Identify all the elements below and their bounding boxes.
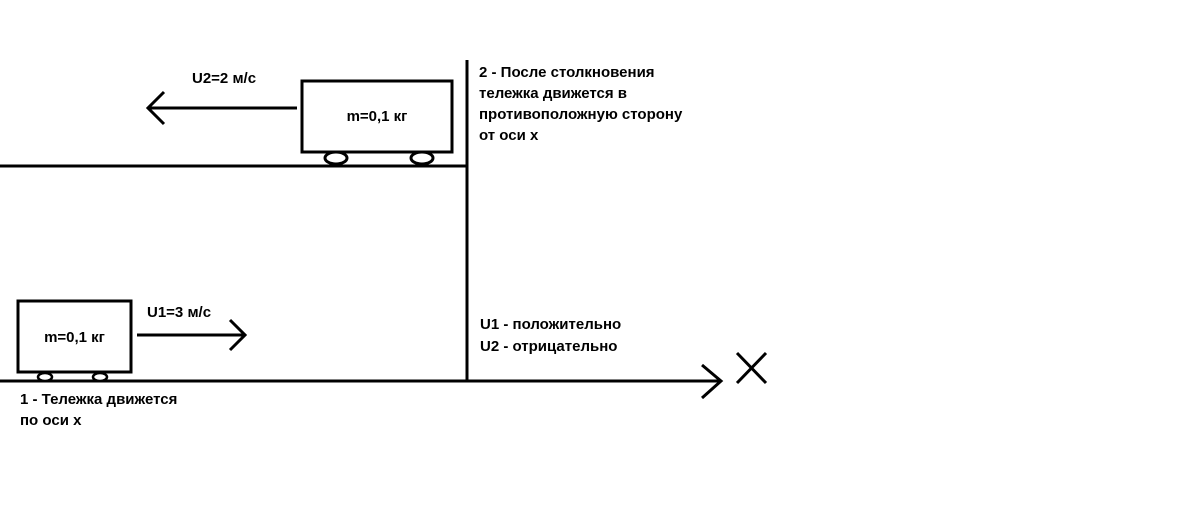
u2-arrowhead <box>145 90 166 126</box>
u2-velocity-label: U2=2 м/с <box>192 70 257 87</box>
note-after-collision-line-1: 2 - После столкновения <box>479 64 655 81</box>
bottom-cart-wheel-right <box>91 371 109 383</box>
u1-sign-note: U1 - положительно <box>480 316 622 333</box>
x-axis-arrowhead <box>700 363 724 400</box>
note-after-collision-line-3: противоположную сторону <box>479 106 683 123</box>
u1-arrowhead <box>228 318 248 352</box>
note-before-collision: 1 - Тележка движется по оси x <box>20 389 177 431</box>
top-cart-wheel-right <box>409 150 435 166</box>
note-before-collision-line-1: 1 - Тележка движется <box>20 391 178 408</box>
u2-sign-note: U2 - отрицательно <box>480 338 618 355</box>
top-cart-mass-label: m=0,1 кг <box>346 108 408 125</box>
bottom-cart-mass-label: m=0,1 кг <box>44 329 105 346</box>
top-cart-body <box>300 79 454 154</box>
axis-x-mark <box>735 351 768 385</box>
sign-notes: U1 - положительно U2 - отрицательно <box>480 314 621 358</box>
top-cart <box>300 79 454 166</box>
top-cart-wheel-left <box>323 150 349 166</box>
note-before-collision-line-2: по оси x <box>20 412 82 429</box>
bottom-cart-wheel-left <box>36 371 54 383</box>
note-after-collision: 2 - После столкновения тележка движется … <box>479 62 682 146</box>
bottom-cart <box>16 299 133 383</box>
u1-velocity-label: U1=3 м/с <box>147 304 212 321</box>
bottom-cart-body <box>16 299 133 374</box>
note-after-collision-line-4: от оси x <box>479 127 539 144</box>
note-after-collision-line-2: тележка движется в <box>479 85 627 102</box>
